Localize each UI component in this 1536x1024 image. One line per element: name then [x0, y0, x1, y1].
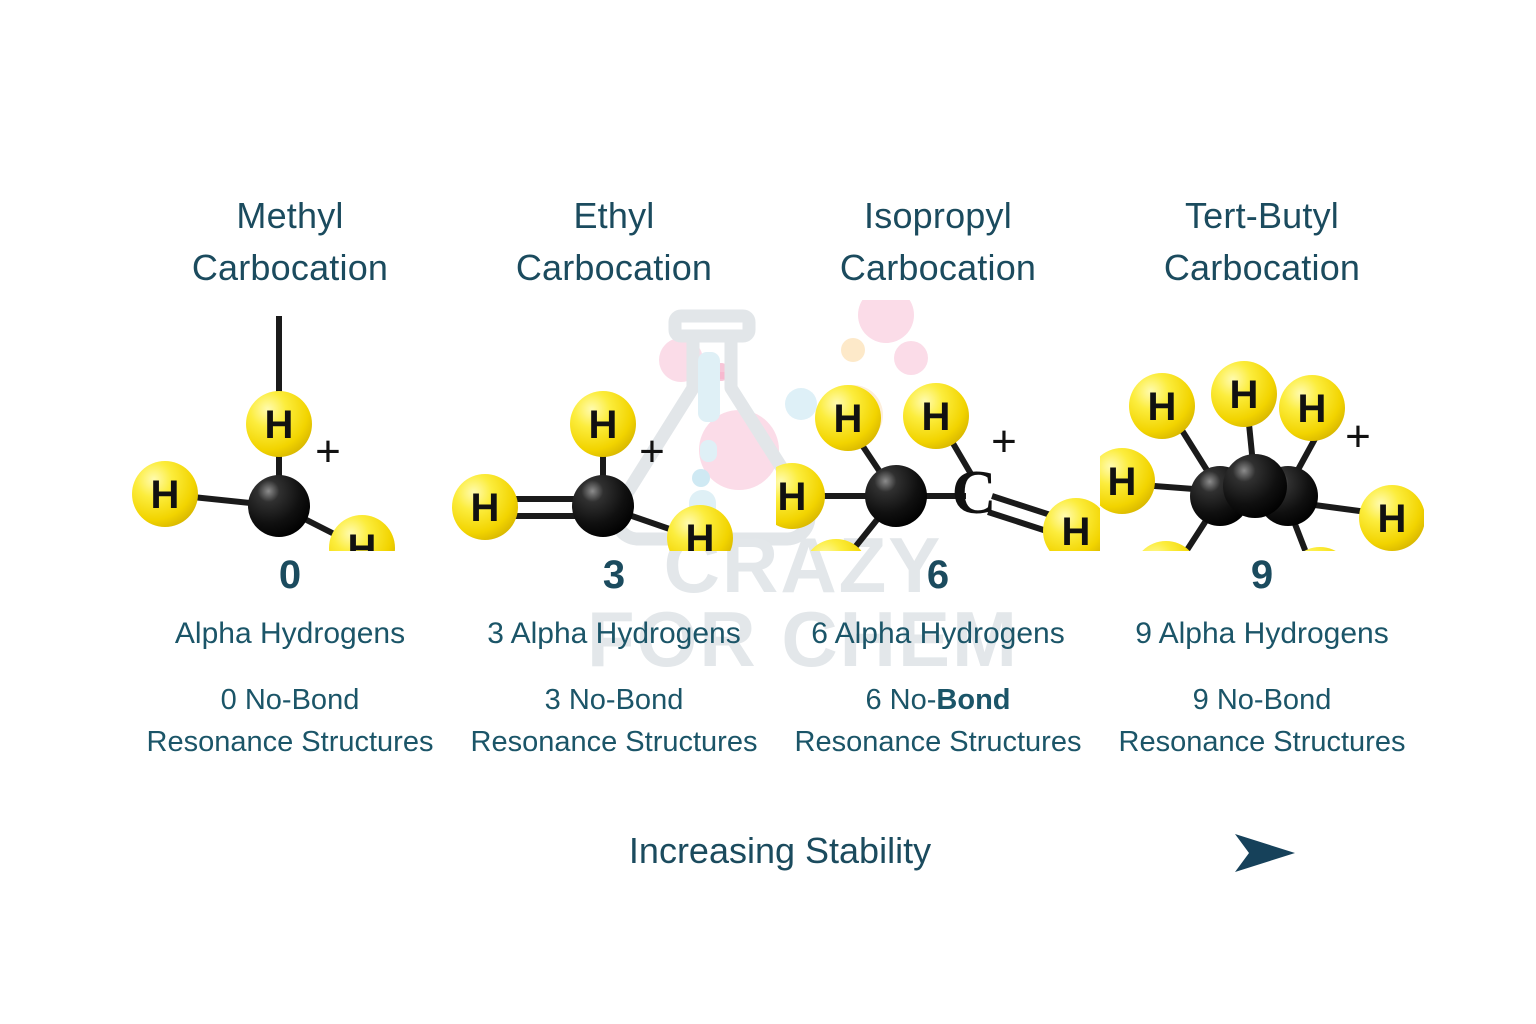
column-title: Methyl Carbocation — [191, 195, 389, 289]
alpha-hydrogens-label: 9 Alpha Hydrogens — [1135, 617, 1389, 651]
column-isopropyl: Isopropyl Carbocation C — [776, 190, 1100, 763]
carbon-letter: C — [952, 459, 997, 527]
hydrogen-atom: H — [1129, 373, 1195, 440]
nobond-prefix: 9 No- — [1192, 684, 1264, 717]
atom-label: H — [834, 397, 863, 441]
nobond-resonance-label: 3 No-Bond Resonance Structures — [471, 679, 758, 763]
hydrogen-atom: H — [1359, 485, 1424, 552]
nobond-bond-word: Bond — [1263, 684, 1332, 717]
atom-label: H — [348, 527, 377, 551]
alpha-hydrogens-label: Alpha Hydrogens — [174, 617, 406, 651]
nobond-bond-word: Bond — [291, 684, 360, 717]
column-title: Isopropyl Carbocation — [839, 195, 1037, 289]
carbon-atom — [865, 465, 927, 528]
hydrogen-atom: H — [776, 463, 825, 530]
column-title: Ethyl Carbocation — [515, 195, 713, 289]
carbon-atom — [248, 475, 310, 538]
hydrogen-atom: H — [815, 385, 881, 452]
charge-sign: + — [639, 427, 665, 476]
molecule-ethyl-cation: H H H + — [452, 306, 776, 552]
nobond-line2: Resonance Structures — [794, 726, 1082, 759]
alpha-hydrogens-label: 3 Alpha Hydrogens — [487, 617, 741, 651]
alpha-count: 0 — [278, 553, 302, 598]
nobond-bond-word: Bond — [936, 684, 1011, 717]
nobond-prefix: 6 No- — [865, 684, 937, 717]
atom-label: H — [686, 517, 715, 551]
charge-sign: + — [315, 427, 341, 476]
nobond-prefix: 0 No- — [220, 684, 292, 717]
arrow-head — [1235, 834, 1295, 872]
hydrogen-atom: H — [246, 391, 312, 458]
nobond-bond-word: Bond — [615, 684, 684, 717]
atom-label: H — [778, 475, 807, 519]
atom-label: H — [1298, 387, 1327, 431]
hydrogen-atom: H — [1043, 498, 1100, 552]
column-ethyl: Ethyl Carbocation H — [452, 190, 776, 763]
nobond-resonance-label: 6 No-Bond Resonance Structures — [795, 679, 1082, 763]
nobond-line2: Resonance Structures — [1118, 726, 1406, 759]
nobond-line2: Resonance Structures — [470, 726, 758, 759]
alpha-count: 6 — [926, 553, 950, 598]
atom-label: H — [1108, 460, 1137, 504]
nobond-prefix: 3 No- — [544, 684, 616, 717]
molecule-methyl-cation: H H H + — [128, 306, 452, 552]
charge-sign: + — [1345, 412, 1371, 461]
hydrogen-atom: H — [1304, 547, 1336, 552]
nobond-line2: Resonance Structures — [146, 726, 434, 759]
atom-label: H — [589, 403, 618, 447]
hydrogen-atom: H — [452, 474, 518, 541]
atom-label: H — [1062, 510, 1091, 551]
carbocation-columns: Methyl Carbocation — [128, 190, 1424, 763]
hydrogen-atom: H — [329, 515, 395, 552]
hydrogen-atom: H — [667, 505, 733, 552]
atom-label: H — [265, 403, 294, 447]
atom-label: H — [1378, 497, 1407, 541]
hydrogen-atom: H — [132, 461, 198, 528]
alpha-count: 9 — [1250, 553, 1274, 598]
alpha-hydrogens-label: 6 Alpha Hydrogens — [811, 617, 1065, 651]
carbon-atom — [572, 475, 634, 538]
nobond-resonance-label: 9 No-Bond Resonance Structures — [1119, 679, 1406, 763]
hydrogen-atom: H — [903, 383, 969, 450]
hydrogen-atom: H — [1211, 361, 1277, 428]
hydrogen-atom: H — [1279, 375, 1345, 442]
increasing-stability-arrow: Increasing Stability — [250, 820, 1310, 890]
arrow-graphic — [260, 834, 1295, 872]
molecule-tert-butyl-cation: H H H H H — [1100, 306, 1424, 552]
molecule-isopropyl-cation: C H H H H — [776, 306, 1100, 552]
atom-label: H — [151, 473, 180, 517]
arrow-label: Increasing Stability — [610, 820, 950, 882]
atom-label: H — [471, 486, 500, 530]
hydrogen-atom: H — [570, 391, 636, 458]
carbon-atom — [1223, 454, 1287, 519]
column-tert-butyl: Tert-Butyl Carbocation — [1100, 190, 1424, 763]
atom-label: H — [1148, 385, 1177, 429]
hydrogen-atom: H — [1100, 448, 1155, 515]
atom-label: H — [922, 395, 951, 439]
charge-sign: + — [991, 417, 1017, 466]
alpha-count: 3 — [602, 553, 626, 598]
atom-label: H — [1230, 373, 1259, 417]
column-title: Tert-Butyl Carbocation — [1163, 195, 1361, 289]
column-methyl: Methyl Carbocation — [128, 190, 452, 763]
hydrogen-atom: H — [810, 539, 862, 552]
nobond-resonance-label: 0 No-Bond Resonance Structures — [147, 679, 434, 763]
hydrogen-atom: H — [1142, 541, 1190, 552]
